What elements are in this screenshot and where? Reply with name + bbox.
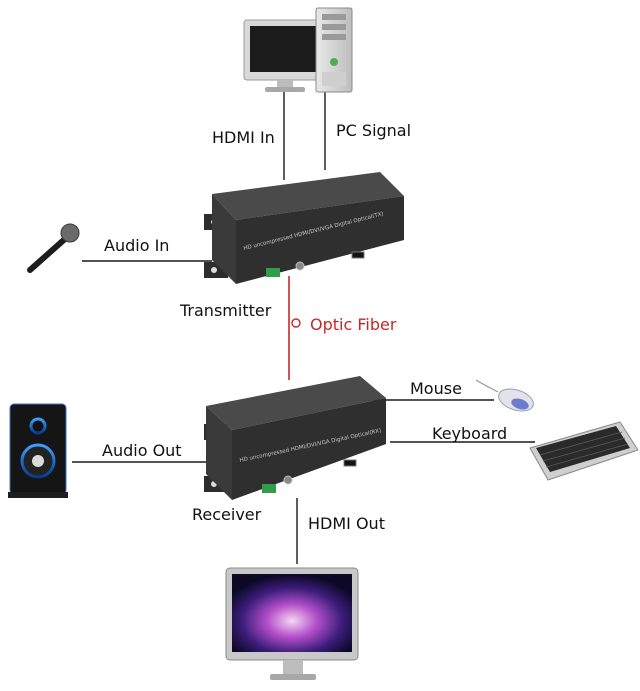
pc-tower-icon <box>315 7 353 93</box>
keyboard-label: Keyboard <box>432 424 508 443</box>
connection-lines <box>72 92 535 564</box>
mouse-icon <box>475 379 534 412</box>
mouse-label: Mouse <box>410 379 462 398</box>
hdmi-out-label: HDMI Out <box>308 514 385 533</box>
pc-signal-label: PC Signal <box>336 121 412 140</box>
receiver-label: Receiver <box>192 505 262 524</box>
transmitter-device: HD uncompressed HDMI/DVI/VGA Digital Opt… <box>204 172 404 284</box>
receiver-device: HD uncompressed HDMI/DVI/VGA Digital Opt… <box>204 376 386 500</box>
speaker-icon <box>8 403 68 498</box>
optic-fiber-link <box>288 276 301 380</box>
optic-fiber-marker <box>291 318 301 328</box>
microphone-icon <box>27 223 80 273</box>
pc-monitor-icon <box>243 19 327 92</box>
optic-fiber-label: Optic Fiber <box>310 315 397 334</box>
display-monitor-icon <box>225 567 359 680</box>
keyboard-icon <box>529 421 639 481</box>
audio-in-label: Audio In <box>104 236 170 255</box>
audio-out-label: Audio Out <box>102 441 182 460</box>
hdmi-in-label: HDMI In <box>212 128 275 147</box>
transmitter-label: Transmitter <box>180 301 272 320</box>
